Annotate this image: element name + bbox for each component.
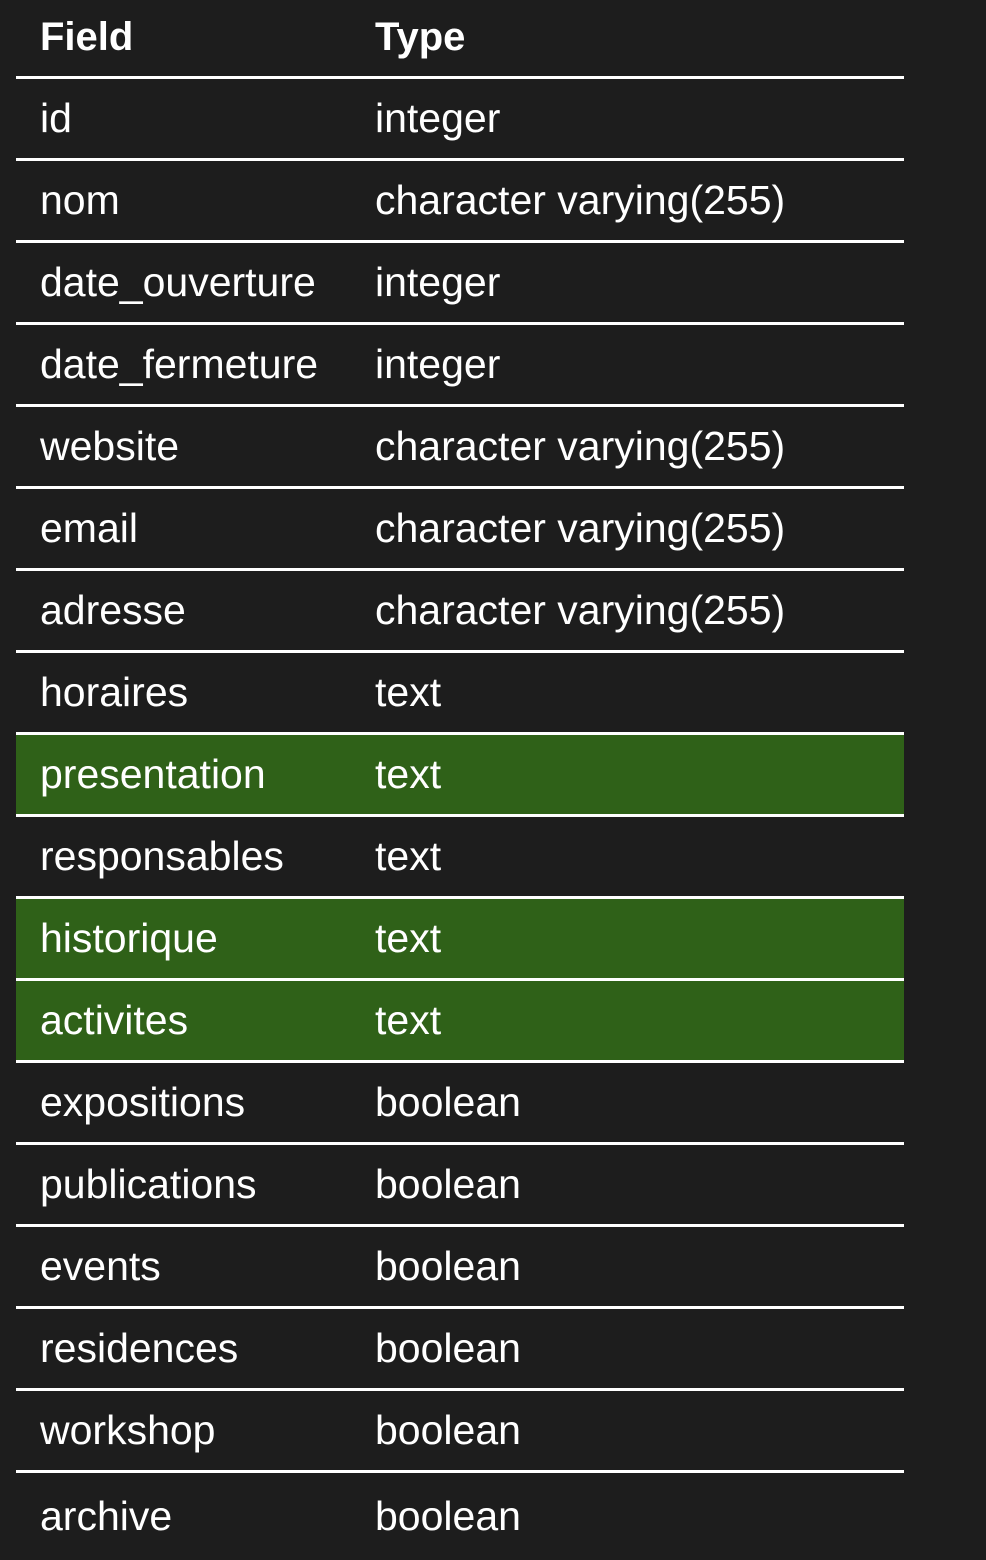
table-row: date_ouverture integer: [16, 243, 904, 325]
table-body: id integer nom character varying(255) date_o…: [16, 79, 904, 1559]
table-row: responsables text: [16, 817, 904, 899]
field-name-cell: website: [40, 423, 180, 469]
table-header-row: Field Type: [16, 0, 904, 79]
table-row: residences boolean: [16, 1309, 904, 1391]
field-name-cell: workshop: [40, 1407, 216, 1453]
table-row: activites text: [16, 981, 904, 1063]
field-type-cell: boolean: [375, 1243, 521, 1289]
table-row: date_fermeture integer: [16, 325, 904, 407]
field-type-cell: text: [375, 751, 442, 797]
field-name-cell: date_fermeture: [40, 341, 319, 387]
table-row: id integer: [16, 79, 904, 161]
table-row: events boolean: [16, 1227, 904, 1309]
field-type-cell: character varying(255): [375, 423, 786, 469]
field-type-cell: boolean: [375, 1325, 521, 1371]
field-type-cell: integer: [375, 259, 501, 305]
table-row: horaires text: [16, 653, 904, 735]
field-name-cell: email: [40, 505, 138, 551]
field-type-cell: character varying(255): [375, 505, 786, 551]
table-row: historique text: [16, 899, 904, 981]
table-row: presentation text: [16, 735, 904, 817]
field-name-cell: id: [40, 95, 72, 141]
field-type-cell: integer: [375, 95, 501, 141]
table-row: workshop boolean: [16, 1391, 904, 1473]
table-row: website character varying(255): [16, 407, 904, 489]
field-name-cell: date_ouverture: [40, 259, 316, 305]
field-name-cell: expositions: [40, 1079, 246, 1125]
table-row: expositions boolean: [16, 1063, 904, 1145]
field-type-cell: integer: [375, 341, 501, 387]
column-header-field: Field: [40, 14, 134, 59]
field-type-cell: text: [375, 997, 442, 1043]
field-type-cell: character varying(255): [375, 587, 786, 633]
table-row: publications boolean: [16, 1145, 904, 1227]
table-row: adresse character varying(255): [16, 571, 904, 653]
field-name-cell: presentation: [40, 751, 266, 797]
field-name-cell: events: [40, 1243, 161, 1289]
field-type-cell: text: [375, 669, 442, 715]
field-type-cell: character varying(255): [375, 177, 786, 223]
field-name-cell: adresse: [40, 587, 186, 633]
field-name-cell: responsables: [40, 833, 284, 879]
schema-table: Field Type id integer nom character varying…: [16, 0, 904, 1559]
table-row: nom character varying(255): [16, 161, 904, 243]
field-name-cell: residences: [40, 1325, 239, 1371]
field-type-cell: text: [375, 915, 442, 961]
field-type-cell: boolean: [375, 1407, 521, 1453]
field-type-cell: boolean: [375, 1079, 521, 1125]
field-type-cell: text: [375, 833, 442, 879]
column-header-type: Type: [375, 14, 466, 59]
field-name-cell: horaires: [40, 669, 189, 715]
field-name-cell: nom: [40, 177, 120, 223]
field-name-cell: activites: [40, 997, 189, 1043]
field-name-cell: publications: [40, 1161, 257, 1207]
field-name-cell: archive: [40, 1492, 173, 1539]
field-type-cell: boolean: [375, 1492, 521, 1539]
table-row: email character varying(255): [16, 489, 904, 571]
field-type-cell: boolean: [375, 1161, 521, 1207]
table-row: archive boolean: [16, 1473, 904, 1559]
field-name-cell: historique: [40, 915, 218, 961]
